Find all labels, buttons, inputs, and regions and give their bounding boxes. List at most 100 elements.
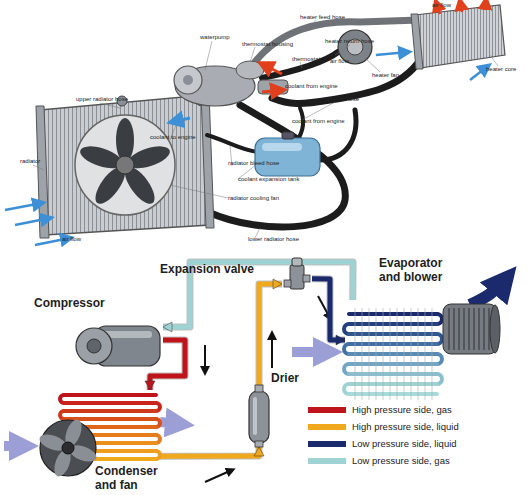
heater-hose: [262, 52, 338, 78]
air-flow-arrow: [485, 0, 486, 10]
part-label: heater feed hose: [300, 14, 345, 21]
component-node: Compressor: [78, 318, 163, 373]
part-label: heater fan: [372, 72, 399, 79]
radiator-core: [40, 95, 210, 235]
pipe-outline: [312, 279, 345, 340]
waterpump-hub: [183, 75, 193, 85]
fan-hub: [116, 156, 134, 174]
drier-fitting: [255, 385, 263, 392]
leader-line: [490, 55, 498, 66]
pipe-outline: [259, 284, 282, 385]
blower-end: [490, 305, 500, 353]
component-label: Compressor: [34, 296, 105, 310]
legend-text: Low pressure side, gas: [352, 455, 450, 466]
fan-blades: [78, 118, 173, 208]
condenser-coil: [64, 401, 156, 405]
leader-line: [300, 62, 302, 68]
legend-text: High pressure side, liquid: [352, 421, 459, 432]
legend-text: Low pressure side, liquid: [352, 438, 457, 449]
part-label: air flow: [62, 236, 81, 243]
drier-fitting: [255, 441, 263, 447]
arrow-head: [254, 447, 264, 456]
air-flow-arrow: [5, 203, 42, 210]
arrow-head: [145, 381, 155, 390]
blower-vane: [468, 308, 469, 350]
condenser-coil: [64, 409, 156, 413]
part-label: heater return hose: [325, 38, 374, 45]
part-label: heater core: [486, 66, 516, 73]
valve-port: [284, 280, 291, 287]
air-flow-arrow: [470, 66, 488, 80]
waterpump-pulley: [174, 66, 202, 94]
part-label: thermostat housing: [242, 41, 293, 48]
evaporator-symbol: [345, 300, 500, 405]
cooling-system: [5, 0, 505, 245]
part-label: radiator: [20, 158, 40, 165]
blower-vane: [488, 308, 489, 350]
thermostat-housing: [236, 61, 264, 79]
component-label: Expansion valve: [160, 262, 254, 276]
tank-cap: [282, 132, 294, 139]
part-label: coolant to engine: [150, 134, 196, 141]
component-node: Condenser and fan: [40, 390, 160, 468]
compressor-symbol: [78, 318, 163, 373]
part-label: air flow: [330, 58, 349, 65]
blower-vane: [453, 308, 454, 350]
fan-shroud: [75, 115, 175, 215]
legend-swatch: [308, 407, 346, 413]
pipe-outline: [160, 447, 259, 456]
leader-line: [33, 165, 44, 170]
flow-arrow: [204, 345, 206, 372]
drier-body: [249, 391, 269, 443]
valve-port: [303, 275, 310, 282]
legend-swatch: [308, 424, 346, 430]
arrow-head: [163, 322, 172, 332]
flow-arrow: [271, 334, 273, 368]
evaporator-fin: [376, 308, 377, 400]
radiator-bleed-hose: [207, 135, 258, 152]
blower-housing: [443, 304, 497, 354]
component-node: Evaporator and blower: [345, 300, 500, 405]
leader-line: [205, 41, 212, 70]
part-label: coolant from engine: [292, 118, 345, 125]
evaporator-fin: [355, 308, 356, 400]
evaporator-fin: [425, 308, 426, 400]
condenser-symbol: [40, 390, 160, 468]
arrow-head: [273, 279, 282, 289]
fan-hub: [62, 442, 74, 454]
tank-highlight: [262, 143, 302, 151]
leader-line: [170, 185, 228, 198]
part-label: upper radiator hose: [76, 96, 128, 103]
leader-line: [250, 47, 255, 62]
heater-core-tank: [411, 14, 423, 69]
steam-hose: [296, 108, 303, 142]
air-flow-arrow: [376, 52, 408, 55]
evaporator-fin: [362, 308, 363, 400]
air-flow-arrow: [15, 218, 50, 225]
component-label: Condenser and fan: [95, 464, 169, 492]
air-arrow: [4, 441, 24, 451]
part-label: radiator bleed hose: [228, 160, 279, 167]
leader-line: [302, 102, 335, 120]
valve-cap: [292, 258, 302, 266]
evaporator-fin: [383, 308, 384, 400]
valve-body: [290, 265, 304, 289]
component-node: Expansion valve: [282, 256, 312, 294]
blower-vane: [463, 308, 464, 350]
coolant-arrow: [262, 64, 282, 74]
air-arrow: [292, 347, 328, 357]
air-arrow: [160, 422, 180, 424]
evaporator-fin: [404, 308, 405, 400]
legend-text: High pressure side, gas: [352, 404, 452, 415]
engine-outlet: [258, 80, 288, 94]
expansion-tank: [255, 138, 320, 176]
flow-arrow: [205, 470, 232, 482]
tank-hose: [320, 110, 356, 160]
ac-decorations: [4, 280, 505, 482]
legend-swatch: [308, 458, 346, 464]
fan-blade: [116, 118, 134, 162]
blower-vane: [458, 308, 459, 350]
leader-line: [315, 20, 316, 24]
